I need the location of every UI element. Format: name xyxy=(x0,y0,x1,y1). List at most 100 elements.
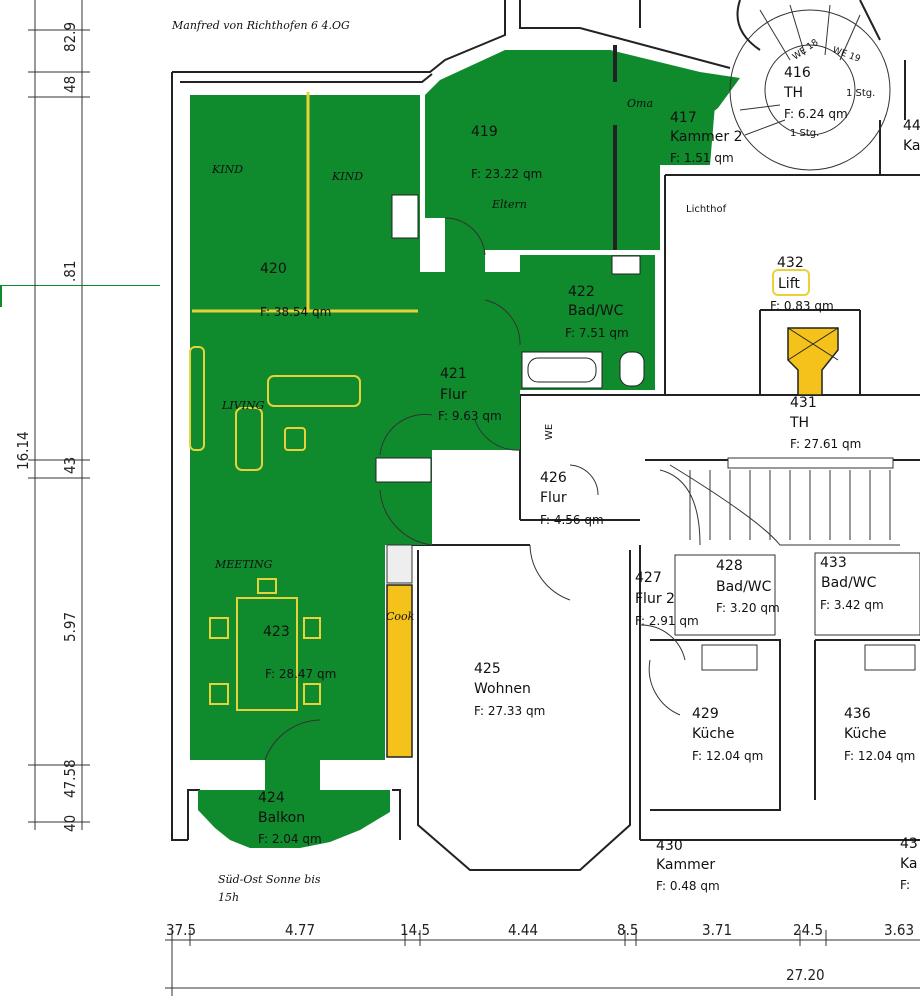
room-431-name: TH xyxy=(789,415,809,431)
room-431-area-text: F: 27.61 qm xyxy=(790,437,861,451)
room-426-name: Flur xyxy=(540,490,567,506)
room-427-area-text: F: 2.91 qm xyxy=(635,614,699,628)
labels: Manfred von Richthofen 6 4.OG KIND KIND … xyxy=(14,19,920,984)
stair-label-we18: WE 18 xyxy=(791,38,821,63)
room-428-area-text: F: 3.20 qm xyxy=(716,601,780,615)
room-430-num: 430 xyxy=(656,838,683,854)
hdim-37-5: 37.5 xyxy=(166,921,196,939)
room-436-num: 436 xyxy=(844,706,871,722)
room-432-name: Lift xyxy=(778,276,800,292)
room-420-num: 420 xyxy=(260,261,287,277)
stove xyxy=(386,544,413,584)
room-429-area-text: F: 12.04 qm xyxy=(692,749,763,763)
room-417-area xyxy=(650,100,715,165)
label-kind-2: KIND xyxy=(331,170,363,183)
room-433-name: Bad/WC xyxy=(821,575,877,591)
room-416-area-text: F: 6.24 qm xyxy=(784,107,848,121)
room-423-num: 423 xyxy=(263,624,290,640)
room-417-area-text: F: 1.51 qm xyxy=(670,151,734,165)
room-433-area-text: F: 3.42 qm xyxy=(820,598,884,612)
hdim-3-63: 3.63 xyxy=(884,921,914,939)
room-429-num: 429 xyxy=(692,706,719,722)
room-422-num: 422 xyxy=(568,284,595,300)
hdim-4-44: 4.44 xyxy=(508,921,538,939)
room-419-num: 419 xyxy=(471,124,498,140)
room-417-num: 417 xyxy=(670,110,697,126)
room-416-num: 416 xyxy=(784,65,811,81)
room-424-area xyxy=(198,790,390,848)
cook-counter xyxy=(386,584,413,758)
label-meeting: MEETING xyxy=(214,558,273,571)
room-422-name: Bad/WC xyxy=(568,303,624,319)
vdim-40: 40 xyxy=(61,815,79,832)
room-424-name: Balkon xyxy=(258,810,305,826)
plan-title: Manfred von Richthofen 6 4.OG xyxy=(171,19,350,32)
room-44x-num: 44 xyxy=(903,118,920,134)
room-425-name: Wohnen xyxy=(474,681,531,697)
room-433-num: 433 xyxy=(820,555,847,571)
room-432-area-text: F: 0.83 qm xyxy=(770,299,834,313)
yellow-elements xyxy=(189,92,839,758)
room-432-num: 432 xyxy=(777,255,804,271)
room-425-num: 425 xyxy=(474,661,501,677)
room-43x-name: Ka xyxy=(900,856,918,872)
room-428-num: 428 xyxy=(716,558,743,574)
vdim-16-14: 16.14 xyxy=(14,431,32,470)
room-420-423-area xyxy=(190,95,420,760)
sun-note-line1: Süd-Ost Sonne bis xyxy=(218,873,321,886)
room-419-area-text: F: 23.22 qm xyxy=(471,167,542,181)
room-425-area-text: F: 27.33 qm xyxy=(474,704,545,718)
sun-note-line2: 15h xyxy=(218,891,239,904)
room-424-area-text: F: 2.04 qm xyxy=(258,832,322,846)
room-428-name: Bad/WC xyxy=(716,579,772,595)
label-eltern: Eltern xyxy=(491,198,527,211)
room-44x-name: Ka xyxy=(903,138,920,154)
room-417-name: Kammer 2 xyxy=(670,129,743,145)
dimension-lines xyxy=(28,0,920,996)
hdim-14-5: 14.5 xyxy=(400,921,430,939)
hdim-3-71: 3.71 xyxy=(702,921,732,939)
green-rooms xyxy=(190,50,740,848)
lift-shaft xyxy=(787,327,839,396)
stair-label-we19: WE 19 xyxy=(831,45,862,64)
label-cook: Cook xyxy=(386,610,415,623)
stair-label-1stg-a: 1 Stg. xyxy=(846,88,875,99)
room-430-name: Kammer xyxy=(656,857,715,873)
we-corridor-label: WE xyxy=(544,424,555,440)
vdim-5-97: 5.97 xyxy=(61,612,79,642)
room-427-name: Flur 2 xyxy=(635,591,675,607)
label-living: LIVING xyxy=(221,399,265,412)
hdim-8-5: 8.5 xyxy=(617,921,638,939)
vdim-48: 48 xyxy=(61,76,79,93)
room-436-area-text: F: 12.04 qm xyxy=(844,749,915,763)
room-431-num: 431 xyxy=(790,395,817,411)
hdim-4-77: 4.77 xyxy=(285,921,315,939)
stair-label-1stg-b: 1 Stg. xyxy=(790,128,819,139)
room-436-name: Küche xyxy=(844,726,887,742)
room-421-name: Flur xyxy=(440,387,467,403)
room-423-area-text: F: 28.47 qm xyxy=(265,667,336,681)
label-kind-1: KIND xyxy=(211,163,243,176)
hdim-24-5: 24.5 xyxy=(793,921,823,939)
room-430-area-text: F: 0.48 qm xyxy=(656,879,720,893)
room-43x-area-text: F: xyxy=(900,878,910,892)
room-421-num: 421 xyxy=(440,366,467,382)
room-416-name: TH xyxy=(783,85,803,101)
vdim-82-9: 82.9 xyxy=(61,22,79,52)
room-424-num: 424 xyxy=(258,790,285,806)
building-walls xyxy=(171,0,920,871)
label-oma: Oma xyxy=(627,97,653,110)
lichthof-label: Lichthof xyxy=(686,204,727,215)
interior-details xyxy=(0,0,920,761)
room-426-num: 426 xyxy=(540,470,567,486)
vdim-81: .81 xyxy=(61,261,79,282)
room-419-area xyxy=(425,50,740,272)
vdim-43: 43 xyxy=(61,457,79,474)
vdim-47-58: 47.58 xyxy=(61,759,79,798)
room-421-area-text: F: 9.63 qm xyxy=(438,409,502,423)
room-420-area-text: F: 38.54 qm xyxy=(260,305,331,319)
room-43x-num: 43 xyxy=(900,836,918,852)
room-426-area-text: F: 4.56 qm xyxy=(540,513,604,527)
hdim-total: 27.20 xyxy=(786,966,825,984)
